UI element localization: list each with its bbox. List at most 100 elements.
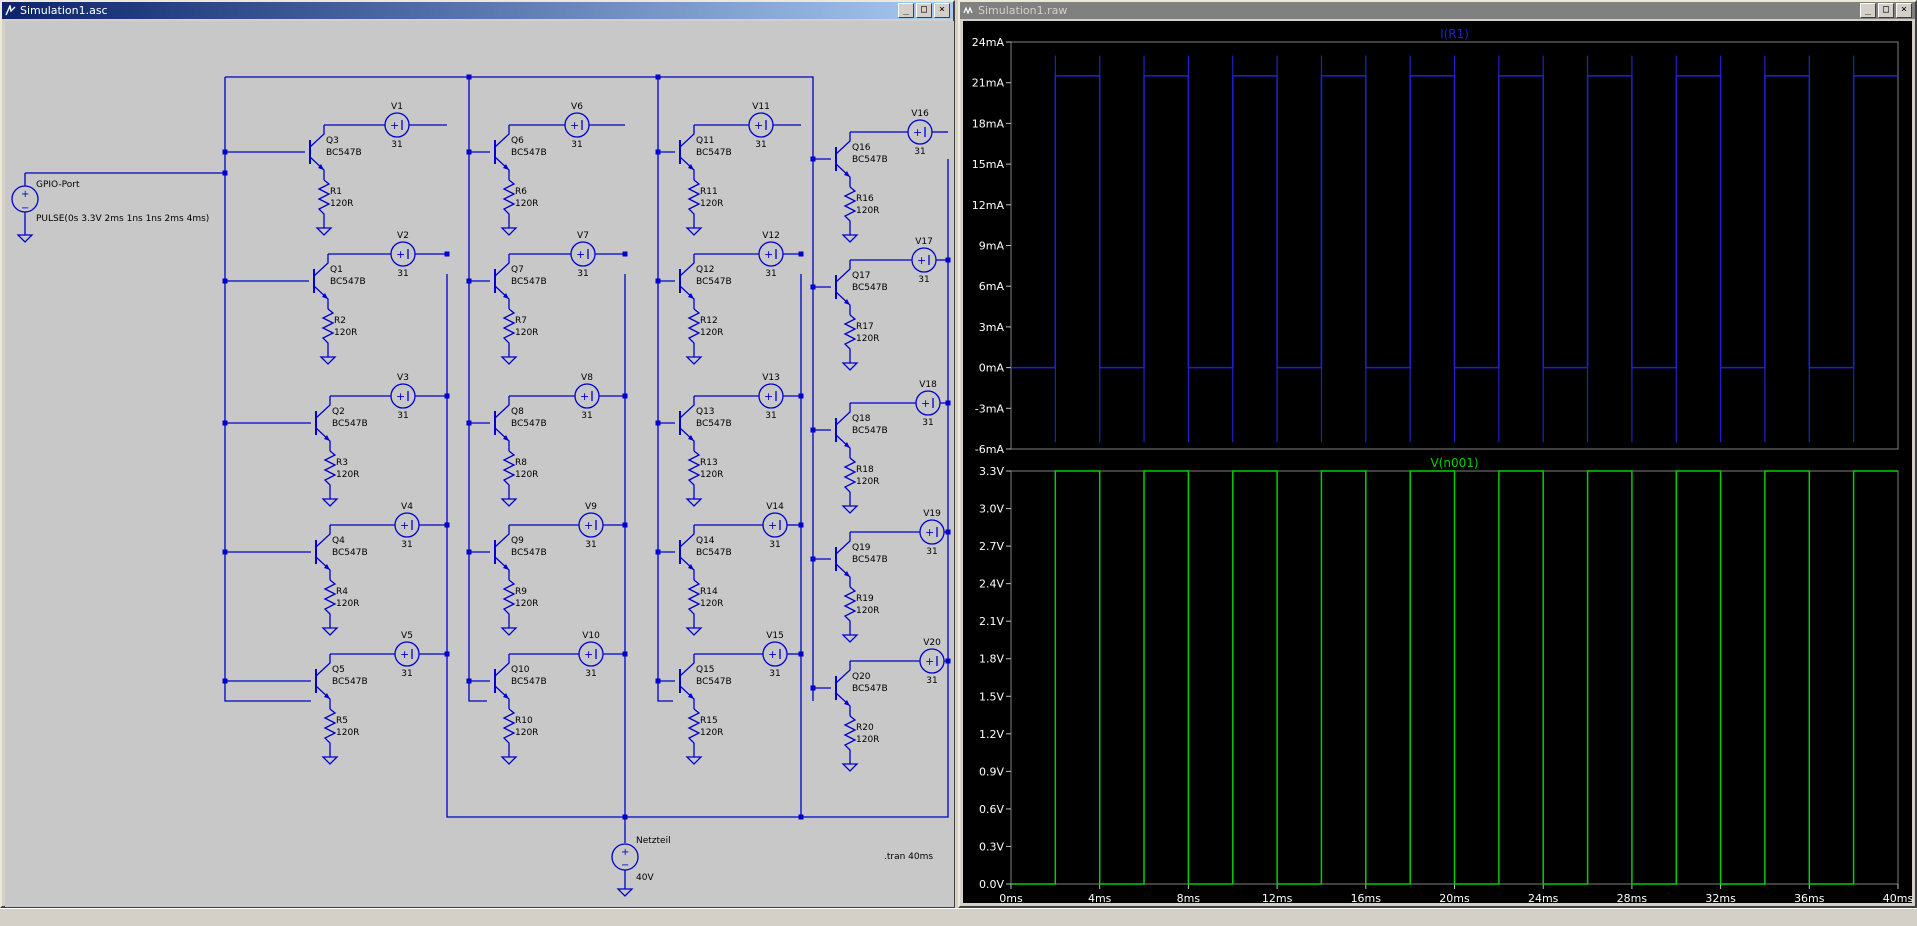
emitter-arrow xyxy=(688,564,694,570)
junction-dot xyxy=(810,284,816,290)
y-tick-label: 2.1V xyxy=(979,615,1004,628)
resistor-label: R9 xyxy=(515,587,527,597)
schematic-title: Simulation1.asc xyxy=(20,4,108,17)
y-tick-label: 3mA xyxy=(979,321,1005,334)
source-label: V1 xyxy=(391,102,403,112)
transistor-model: BC547B xyxy=(330,277,366,287)
minus-sign: − xyxy=(21,203,29,214)
resistor-value: 120R xyxy=(336,470,359,480)
collector-lead xyxy=(309,125,325,148)
emitter-arrow xyxy=(844,700,850,706)
ground-symbol xyxy=(841,505,859,514)
resistor-label: R5 xyxy=(336,716,348,726)
waveform-title: Simulation1.raw xyxy=(978,4,1068,17)
transistor-label: Q12 xyxy=(696,265,715,275)
emitter-arrow xyxy=(844,442,850,448)
resistor xyxy=(317,179,331,228)
collector-lead xyxy=(494,254,510,277)
x-tick-label: 12ms xyxy=(1262,892,1293,905)
transistor-model: BC547B xyxy=(696,277,732,287)
collector-lead xyxy=(494,654,510,677)
ground-symbol xyxy=(841,763,859,772)
y-tick-label: 15mA xyxy=(972,158,1005,171)
junction-dot xyxy=(655,278,661,284)
resistor-value: 120R xyxy=(700,199,723,209)
resistor xyxy=(502,308,516,357)
resistor-label: R1 xyxy=(330,187,342,197)
resistor xyxy=(843,586,857,635)
x-tick-label: 0ms xyxy=(999,892,1023,905)
transistor-model: BC547B xyxy=(852,426,888,436)
transistor-label: Q11 xyxy=(696,136,715,146)
junction-dot xyxy=(622,393,628,399)
source-value: 31 xyxy=(765,411,776,421)
resistor xyxy=(321,308,335,357)
junction-dot xyxy=(810,556,816,562)
ground-symbol xyxy=(500,627,518,636)
resistor xyxy=(323,708,337,757)
collector-lead xyxy=(679,396,695,419)
plus-sign: + xyxy=(584,519,593,532)
bus-col2 xyxy=(468,77,487,702)
resistor-label: R16 xyxy=(856,194,874,204)
source-value: 31 xyxy=(769,540,780,550)
source-label: V13 xyxy=(762,373,780,383)
resistor-label: R18 xyxy=(856,465,874,475)
ground-symbol xyxy=(321,627,339,636)
junction-dot xyxy=(622,251,628,257)
junction-dot xyxy=(466,74,472,80)
resistor-value: 120R xyxy=(330,199,353,209)
source-label: V12 xyxy=(762,231,780,241)
collector-lead xyxy=(835,132,851,155)
resistor-value: 120R xyxy=(856,735,879,745)
junction-dot xyxy=(655,149,661,155)
resistor-value: 120R xyxy=(515,199,538,209)
resistor-value: 120R xyxy=(856,606,879,616)
resistor-value: 120R xyxy=(700,470,723,480)
transistor-label: Q20 xyxy=(852,672,871,682)
x-tick-label: 8ms xyxy=(1177,892,1201,905)
maximize-button[interactable]: □ xyxy=(1878,3,1894,18)
source-value: 31 xyxy=(585,669,596,679)
source-label: V7 xyxy=(577,231,589,241)
source-label: V20 xyxy=(923,638,941,648)
transistor-model: BC547B xyxy=(332,548,368,558)
resistor-value: 120R xyxy=(515,728,538,738)
schematic-canvas[interactable]: Q3BC547BR1120R+V131Q1BC547BR2120R+V231Q2… xyxy=(5,21,954,907)
ground-symbol xyxy=(500,227,518,236)
y-tick-label: 9mA xyxy=(979,240,1005,253)
resistor-label: R11 xyxy=(700,187,718,197)
junction-dot xyxy=(622,522,628,528)
resistor-label: R12 xyxy=(700,316,718,326)
resistor xyxy=(502,179,516,228)
schematic-titlebar[interactable]: Simulation1.asc _ □ × xyxy=(2,2,953,19)
close-button[interactable]: × xyxy=(1896,3,1912,18)
y-tick-label: 18mA xyxy=(972,117,1005,130)
y-tick-label: 3.3V xyxy=(979,465,1004,478)
junction-dot xyxy=(945,658,951,664)
transistor-label: Q3 xyxy=(326,136,339,146)
waveform-plots[interactable]: I(R1)24mA21mA18mA15mA12mA9mA6mA3mA0mA-3m… xyxy=(963,21,1916,907)
maximize-button[interactable]: □ xyxy=(916,3,932,18)
minimize-button[interactable]: _ xyxy=(898,3,914,18)
plus-sign: + xyxy=(400,648,409,661)
ground-symbol xyxy=(685,627,703,636)
source-value: 31 xyxy=(577,269,588,279)
collector-lead xyxy=(679,525,695,548)
collector-lead xyxy=(315,525,331,548)
waveform-titlebar[interactable]: Simulation1.raw _ □ × xyxy=(960,2,1915,19)
close-button[interactable]: × xyxy=(934,3,950,18)
junction-dot xyxy=(222,149,228,155)
source-value: 31 xyxy=(397,411,408,421)
ground-symbol xyxy=(500,356,518,365)
transistor-label: Q8 xyxy=(511,407,524,417)
transistor-label: Q16 xyxy=(852,143,871,153)
plus-sign: + xyxy=(768,648,777,661)
ground-symbol xyxy=(685,756,703,765)
minimize-button[interactable]: _ xyxy=(1860,3,1876,18)
transistor-model: BC547B xyxy=(511,419,547,429)
